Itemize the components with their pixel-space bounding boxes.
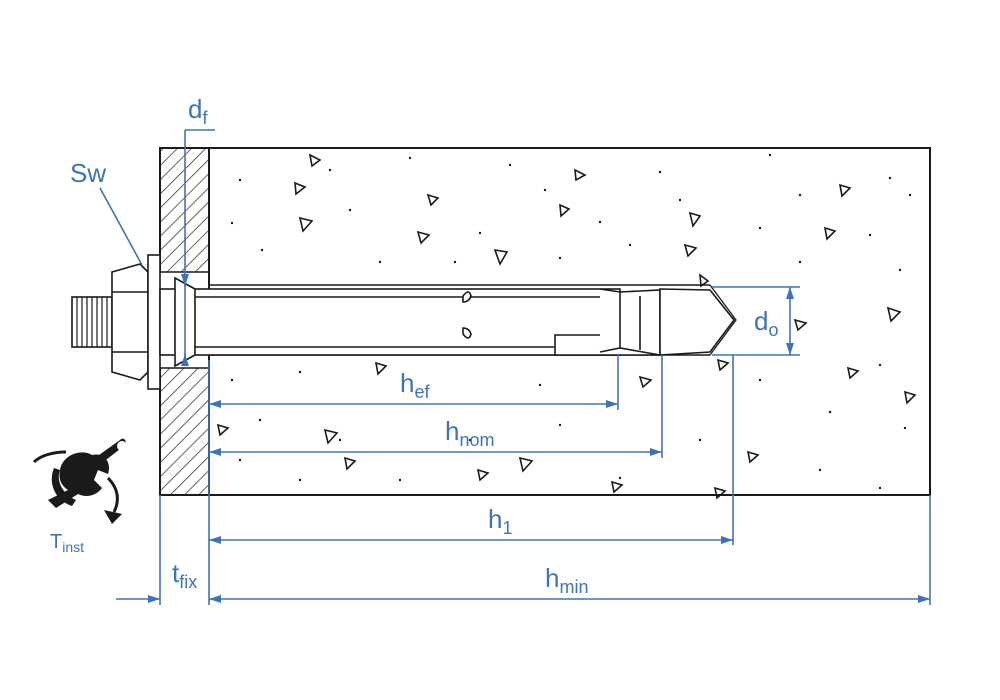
- concrete-aggregate: [230, 153, 912, 490]
- label-sw: Sw: [70, 158, 106, 188]
- hex-nut: [111, 263, 149, 381]
- concrete-stones: [216, 153, 917, 500]
- label-hmin: hmin: [545, 563, 588, 597]
- dimensions: [99, 129, 931, 605]
- label-df: df: [188, 94, 208, 128]
- label-tfix: tfix: [172, 558, 197, 592]
- rotation-arrow-icon: [32, 450, 122, 524]
- thread-lines: [76, 297, 108, 347]
- label-h1: h1: [488, 504, 512, 538]
- bolt-shaft: [159, 288, 621, 356]
- washer: [147, 254, 161, 390]
- label-do: do: [754, 306, 778, 340]
- wrench-icon: [48, 438, 127, 508]
- label-hef: hef: [400, 368, 430, 402]
- label-hnom: hnom: [445, 416, 494, 450]
- label-tinst: Tinst: [50, 531, 84, 555]
- anchor-bolt: [71, 254, 736, 390]
